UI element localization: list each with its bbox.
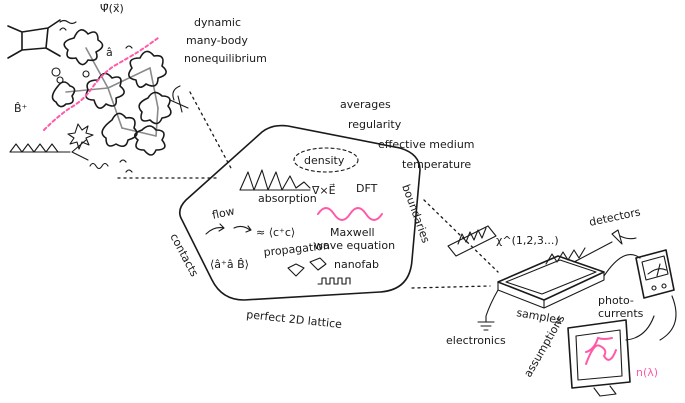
blob-particle <box>128 50 167 88</box>
dynamic-label-group: dynamic many-body nonequilibrium <box>184 16 267 65</box>
contacts-label: contacts <box>167 231 201 279</box>
blob-particle <box>138 91 172 125</box>
detectors-label: detectors <box>588 205 642 229</box>
blob-particle <box>63 29 104 66</box>
regularity-label: regularity <box>348 118 402 131</box>
ground-wire <box>477 289 499 331</box>
meter-device <box>603 249 677 341</box>
correlator-label: ≈ ⟨c⁺c⟩ <box>256 226 295 239</box>
nanofab-label: nanofab <box>334 258 379 271</box>
flow-label: flow <box>211 205 236 222</box>
boundaries-label: boundaries <box>399 183 432 245</box>
dotted-leader-upper <box>189 91 233 171</box>
dynamic-label: dynamic <box>194 16 241 29</box>
wave-equation-label: wave equation <box>314 239 395 252</box>
many-body-label: many-body <box>186 34 248 47</box>
blob-particle <box>51 81 76 108</box>
blob-particle <box>134 125 166 156</box>
curl-e-label: ∇×E⃗ <box>311 183 336 197</box>
flow-arrows <box>205 223 252 235</box>
pink-dashed-path <box>43 37 159 131</box>
blob-particle <box>101 112 138 148</box>
spiky-star-icon <box>67 123 94 150</box>
chi-susceptibility-label: χ^(1,2,3...) <box>496 234 559 247</box>
connecting-bonds <box>65 47 159 137</box>
maxwell-label: Maxwell <box>330 226 375 239</box>
monitor-plot <box>567 315 655 397</box>
a-hat-label: â <box>106 46 113 59</box>
detector-icon <box>611 229 637 245</box>
absorption-spectrum-icon <box>239 169 311 191</box>
psi-field-label: Ψ̂(x⃗) <box>100 2 124 15</box>
maxwell-wave <box>317 207 383 221</box>
blob-particle <box>85 72 125 109</box>
n-lambda-label: n(λ) <box>636 366 658 379</box>
density-label: density <box>304 154 345 167</box>
small-circles <box>51 67 90 84</box>
propagation-label: propagation <box>263 239 331 259</box>
nonequilibrium-label: nonequilibrium <box>184 52 267 65</box>
expectation-value-label: ⟨â⁺â B̂⟩ <box>210 258 249 271</box>
electronics-label: electronics <box>446 334 506 347</box>
b-dagger-label: B̂⁺ <box>14 102 28 115</box>
central-blob-outline <box>178 124 421 301</box>
wave-ticks <box>59 27 133 173</box>
particle-blobs <box>51 29 172 156</box>
temperature-label: temperature <box>402 158 471 171</box>
photo-currents-label-1: photo- <box>598 294 634 307</box>
photo-currents-label-2: currents <box>598 307 644 320</box>
absorption-label: absorption <box>258 192 317 205</box>
dotted-leader-right-lower <box>411 285 491 289</box>
sample-stage <box>497 241 613 309</box>
dotted-leader-right-upper <box>423 199 499 273</box>
feynman-propagator-lines <box>9 85 189 170</box>
effective-medium-label: effective medium <box>378 138 475 151</box>
waveguide-spiral <box>447 225 497 257</box>
averages-label: averages <box>340 98 391 111</box>
density-bubble: density <box>293 147 359 173</box>
dft-label: DFT <box>356 182 378 195</box>
feynman-box-diagram <box>7 19 77 59</box>
nanofab-shapes <box>287 257 351 285</box>
perfect-lattice-label: perfect 2D lattice <box>246 308 343 331</box>
